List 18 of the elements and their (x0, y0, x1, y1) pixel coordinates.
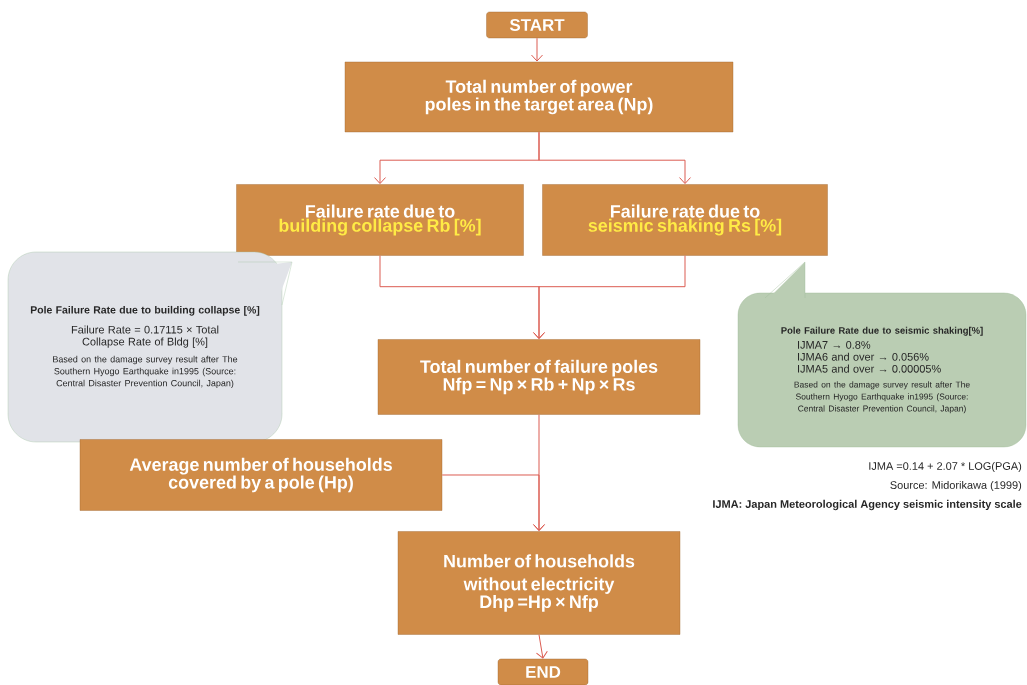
formula-note: IJMA =0.14 + 2.07 * LOG(PGA) (869, 461, 1022, 473)
arrow (441, 474, 545, 532)
arrow (538, 131, 691, 185)
arrow (531, 37, 543, 62)
scale-note: IJMA: Japan Meteorological Agency seismic intensity scale (713, 499, 1022, 511)
process-box: Total number of failure poles Nfp = Np × Rb + Np × Rs (377, 339, 701, 415)
process-box: Average number of households covered by a pole (Hp) (79, 439, 443, 511)
arrow (536, 634, 548, 659)
process-box: Total number of power poles in the target area (Np) (344, 61, 734, 133)
arrow (533, 255, 686, 340)
process-box: Number of households without electricity Dhp =Hp × Nfp (397, 531, 681, 635)
terminal-box: END (497, 658, 589, 685)
callout-bubble: Pole Failure Rate due to seismic shaking[%] IJMA7 → 0.8% IJMA6 and over → 0.056% IJMA5 and over → 0.00005% Based on the damage survey result after The Southern Hyogo Earthquake in1995 (Source: Central Disaster Prevention Council, Japan) (737, 261, 1027, 448)
formula-note: Source: Midorikawa (1999) (890, 480, 1022, 492)
callout-bubble: Pole Failure Rate due to building collapse [%] Failure Rate = 0.17115 × Total Collapse Rate of Bldg [%] Based on the damage survey result after The Southern Hyogo Earthquake in1995 (Source: Central Disaster Prevention Council, Japan) (7, 251, 293, 443)
terminal-box: START (486, 11, 588, 39)
process-box: Failure rate due to building collapse Rb [%] (236, 184, 524, 256)
process-box: Failure rate due to seismic shaking Rs [%] (542, 184, 828, 256)
